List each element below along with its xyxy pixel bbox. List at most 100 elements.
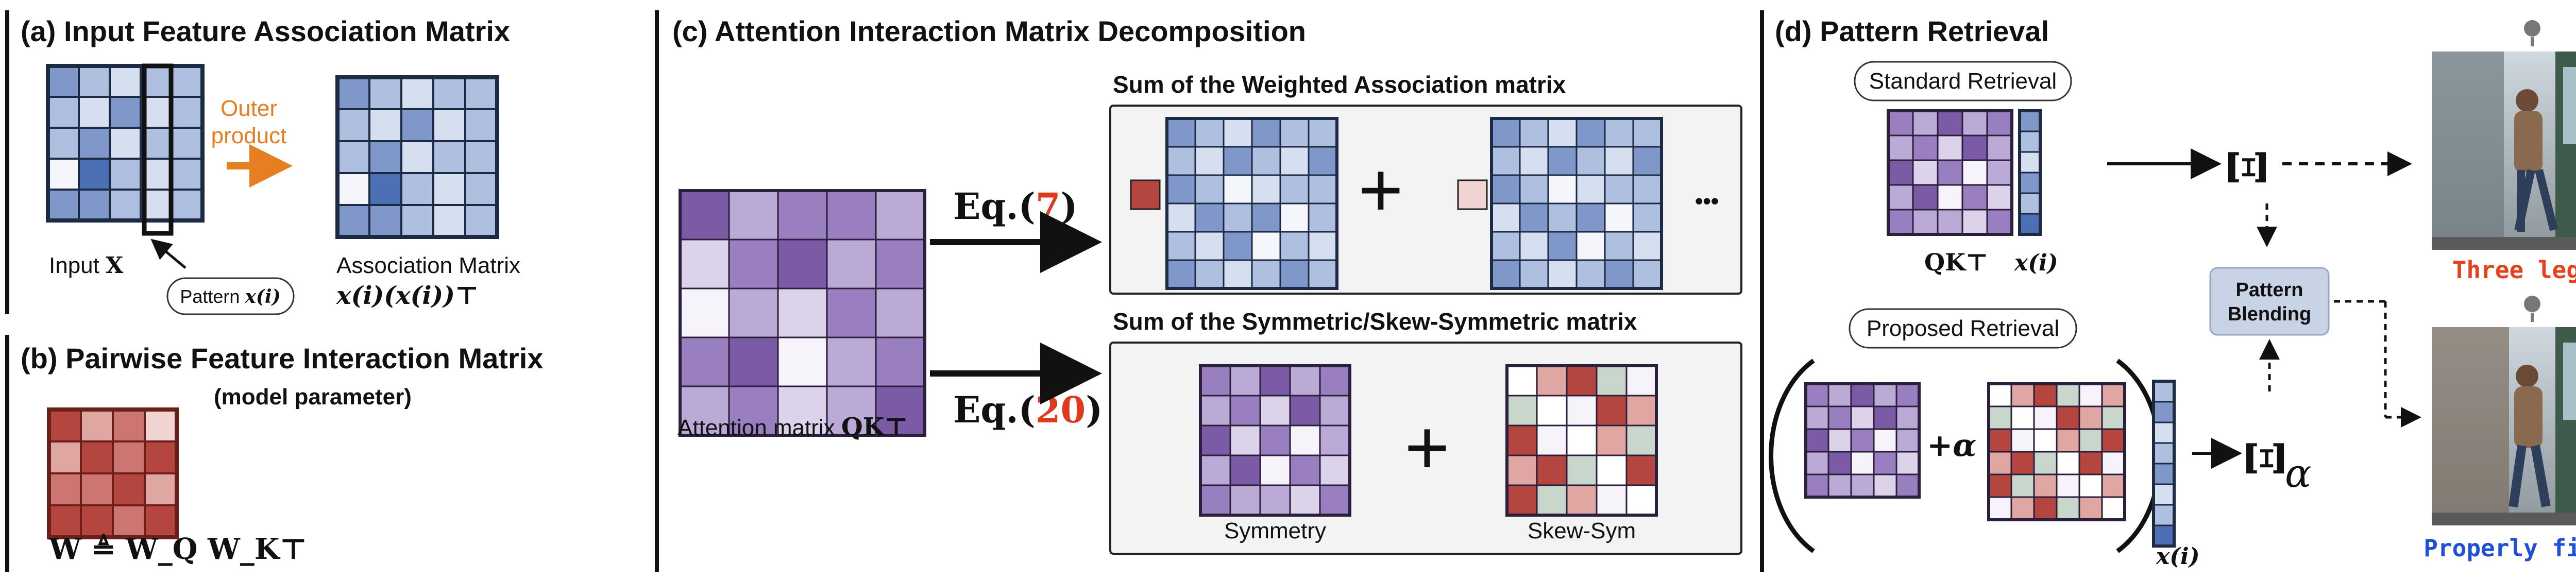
box-bottom-title: Sum of the Symmetric/Skew-Symmetric matr… — [1113, 308, 1637, 335]
matrix-cell — [1986, 159, 2013, 186]
matrix-cell — [464, 204, 498, 238]
image-bottom-window — [2563, 343, 2576, 420]
matrix-cell — [2019, 130, 2041, 153]
matrix-cell — [112, 408, 146, 442]
matrix-cell — [336, 108, 370, 142]
panel-b: (b) Pairwise Feature Interaction Matrix … — [21, 342, 543, 566]
plus-top: + — [1358, 146, 1403, 233]
matrix-cell — [1223, 117, 1253, 148]
matrix-cell — [1259, 424, 1291, 456]
matrix-cell — [464, 172, 498, 206]
matrix-cell — [1827, 405, 1852, 430]
xi-symbol: Ξ — [2216, 149, 2277, 185]
pattern-bubble-text: Pattern x(i) — [180, 286, 280, 308]
matrix-cell — [48, 440, 82, 474]
matrix-cell — [2101, 451, 2126, 475]
matrix-cell — [432, 204, 466, 238]
matrix-cell — [78, 65, 111, 98]
xi-alpha-symbol: Ξ — [2234, 440, 2295, 476]
pattern-pointer-arrow — [150, 239, 187, 269]
matrix-cell — [2078, 383, 2103, 407]
matrix-cell — [1194, 202, 1225, 233]
pattern-column-highlight — [142, 63, 174, 236]
matrix-cell — [1223, 174, 1253, 205]
matrix-cell — [1632, 174, 1663, 205]
matrix-cell — [1988, 473, 2012, 498]
matrix-cell — [1805, 428, 1829, 453]
matrix-cell — [1596, 424, 1628, 456]
matrix-border — [1505, 364, 1658, 517]
matrix-border — [679, 189, 926, 437]
matrix-cell — [1289, 454, 1321, 486]
matrix-cell — [728, 190, 779, 241]
matrix-cell — [48, 472, 82, 506]
matrix-cell — [1961, 134, 1988, 161]
matrix-cell — [48, 408, 82, 442]
standard-retrieval-text: Standard Retrieval — [1869, 69, 2057, 94]
matrix-cell — [80, 472, 114, 506]
matrix-cell — [1547, 174, 1578, 205]
matrix-cell — [1194, 174, 1225, 205]
matrix-cell — [1194, 146, 1225, 176]
matrix-border — [1490, 117, 1663, 290]
matrix-border — [47, 407, 179, 539]
matrix-cell — [109, 158, 142, 191]
image-top-ground — [2432, 237, 2576, 250]
result-image-bottom: Properly fixed! — [2424, 296, 2576, 562]
matrix-cell — [2056, 496, 2080, 521]
matrix-cell — [47, 65, 80, 98]
matrix-cell — [400, 140, 434, 174]
symmetric-matrix — [1199, 364, 1351, 517]
matrix-cell — [1887, 184, 1914, 211]
attention-matrix — [679, 189, 926, 437]
matrix-cell — [1895, 428, 1920, 453]
matrix-cell — [1199, 484, 1231, 516]
matrix-cell — [432, 172, 466, 206]
matrix-cell — [1519, 117, 1549, 148]
matrix-cell — [1937, 184, 1963, 211]
matrix-cell — [1166, 174, 1196, 205]
matrix-cell — [1604, 146, 1634, 176]
panel-d-title: (d) Pattern Retrieval — [1775, 15, 2049, 47]
matrix-cell — [1229, 365, 1261, 397]
panel-b-title: (b) Pairwise Feature Interaction Matrix — [21, 342, 543, 374]
matrix-cell — [1625, 365, 1657, 397]
matrix-cell — [80, 408, 114, 442]
matrix-cell — [2153, 442, 2175, 465]
panel-c-title: (c) Attention Interaction Matrix Decompo… — [672, 15, 1306, 47]
matrix-cell — [78, 189, 111, 222]
matrix-cell — [464, 76, 498, 110]
skew-symmetric-matrix — [1505, 364, 1658, 517]
matrix-cell — [336, 172, 370, 206]
matrix-cell — [1289, 395, 1321, 427]
matrix-cell — [171, 158, 204, 191]
blend-line-2: Blending — [2228, 303, 2312, 325]
matrix-cell — [1506, 395, 1538, 427]
matrix-cell — [728, 287, 779, 338]
matrix-border — [1165, 117, 1338, 290]
matrix-cell — [1319, 395, 1351, 427]
matrix-cell — [1596, 365, 1628, 397]
matrix-cell — [1632, 259, 1663, 290]
matrix-cell — [80, 440, 114, 474]
matrix-cell — [679, 385, 730, 436]
matrix-cell — [400, 172, 434, 206]
matrix-cell — [368, 140, 402, 174]
matrix-cell — [1986, 184, 2013, 211]
matrix-cell — [1194, 259, 1225, 290]
matrix-cell — [171, 65, 204, 98]
matrix-cell — [1506, 365, 1538, 397]
alpha-subscript: α — [2285, 450, 2311, 496]
standard-qk-label: QK⊤ — [1924, 248, 1988, 276]
matrix-cell — [2153, 380, 2175, 403]
panel-c: (c) Attention Interaction Matrix Decompo… — [672, 15, 1742, 555]
matrix-cell — [1536, 484, 1568, 516]
image-bottom-wall — [2432, 327, 2509, 525]
eq-7-label: Eq.(7) — [953, 185, 1078, 228]
matrix-cell — [1547, 117, 1578, 148]
matrix-cell — [1895, 451, 1920, 475]
panel-b-formula: W ≜ W_Q W_K⊤ — [48, 532, 307, 566]
matrix-cell — [1604, 259, 1634, 290]
matrix-cell — [1912, 209, 1939, 235]
matrix-cell — [1850, 451, 1875, 475]
